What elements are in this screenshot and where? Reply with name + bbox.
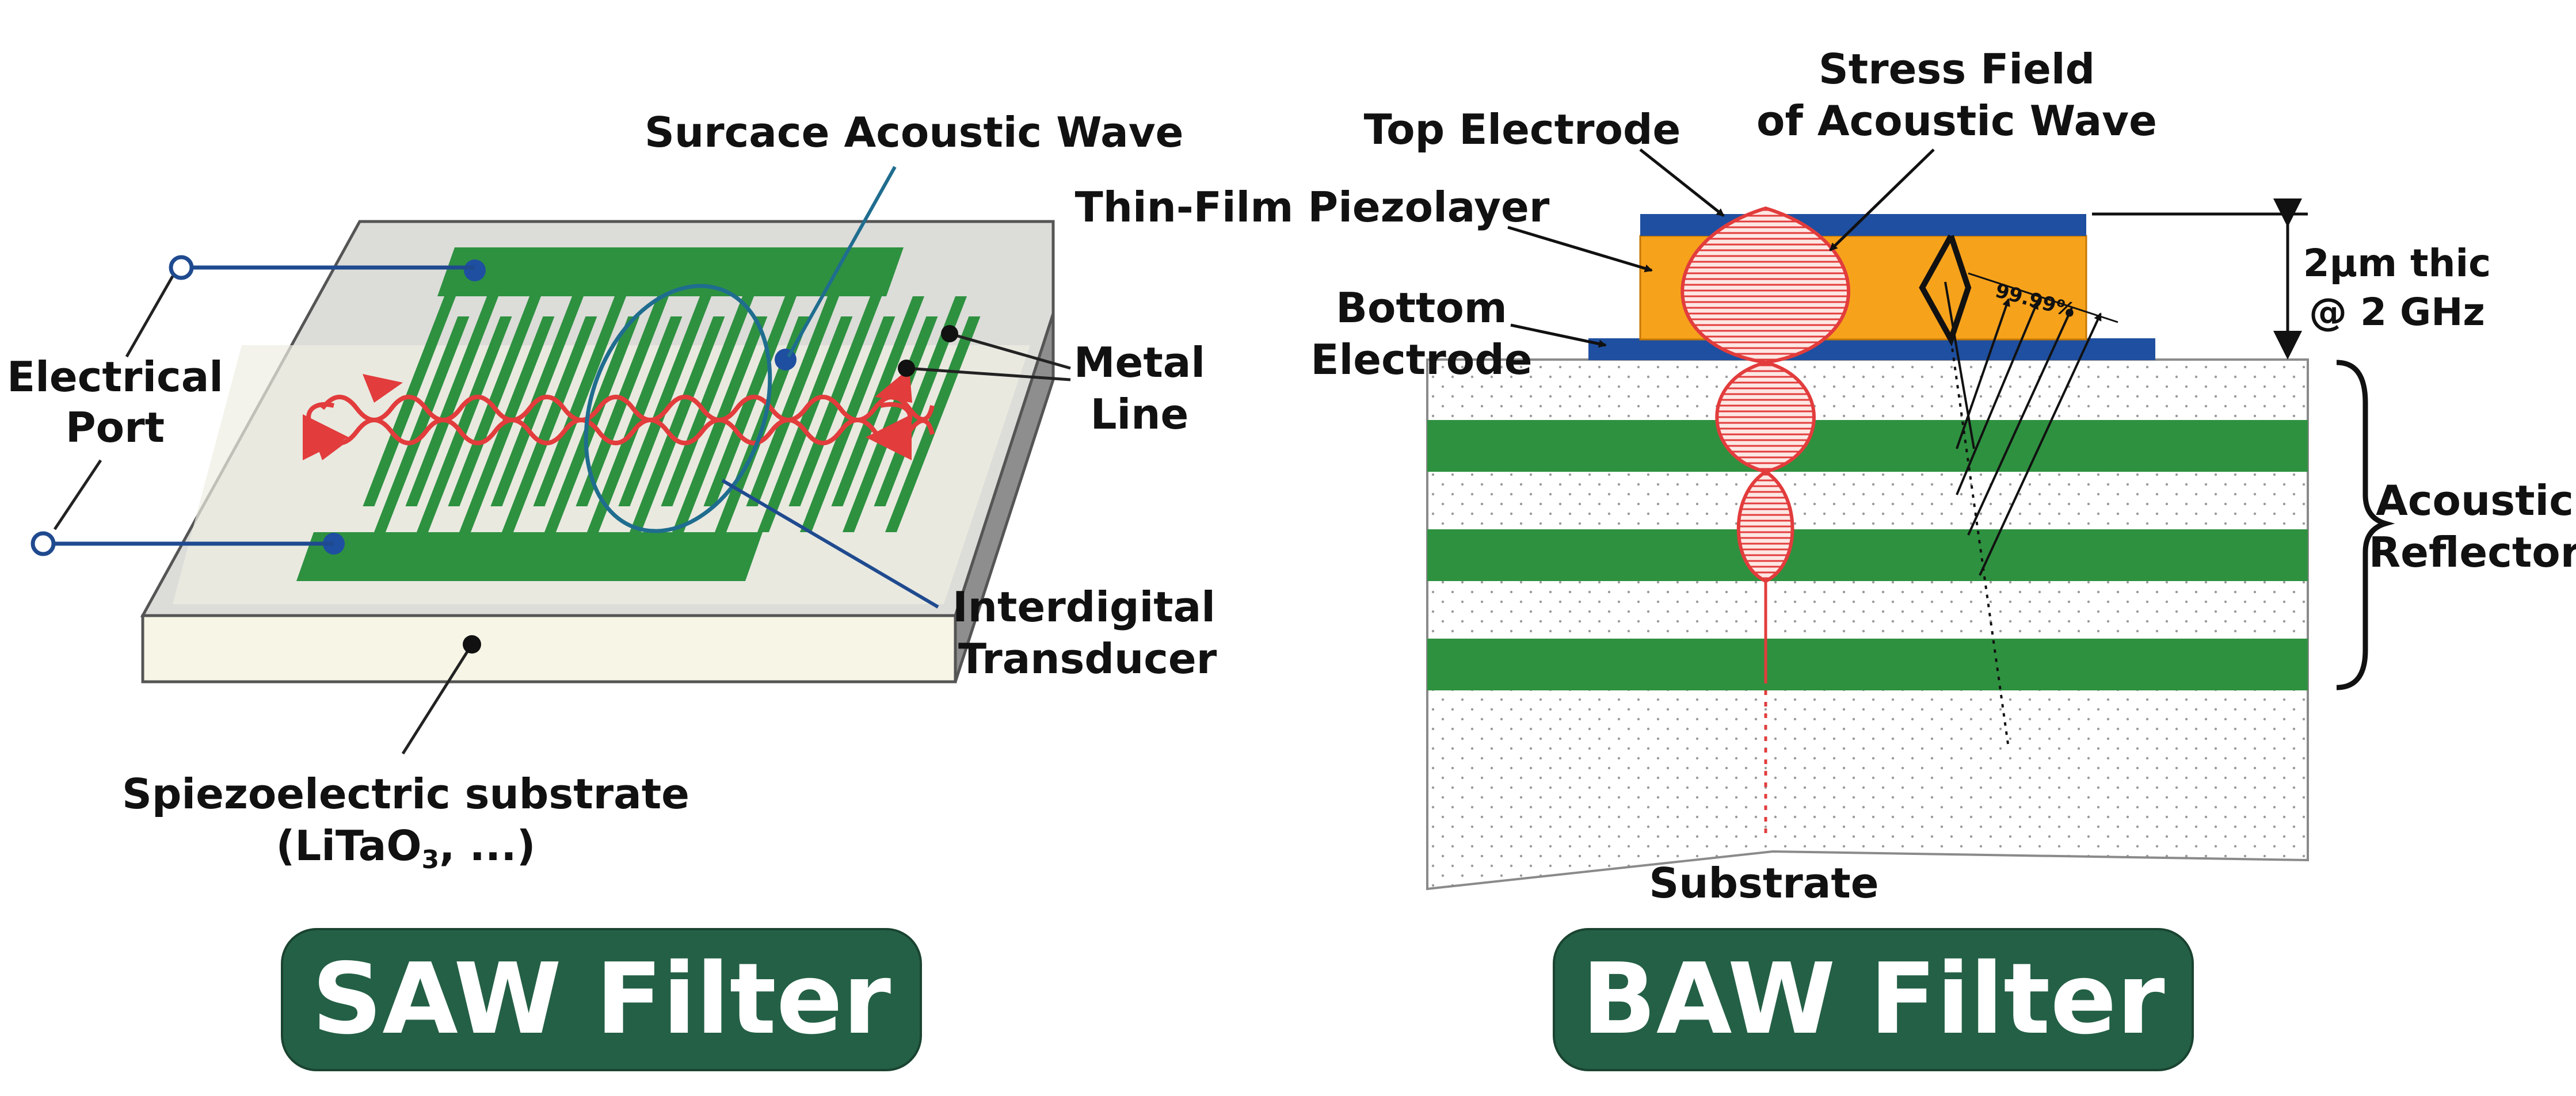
saw-surface-wave — [320, 395, 935, 445]
baw-filter-button-bg — [1553, 928, 2194, 1071]
saw-idt-highlight-ellipse — [584, 284, 772, 533]
saw-contact-top — [464, 259, 486, 281]
saw-label-substrate-suffix: , ...) — [439, 822, 535, 870]
baw-leader-top-electrode — [1639, 148, 1725, 217]
saw-idt-finger — [448, 296, 542, 506]
saw-idt-finger — [661, 296, 754, 506]
baw-reflection-ray-2 — [1956, 301, 2038, 495]
saw-port-terminal-top — [169, 255, 194, 280]
saw-filter-button-bg — [281, 928, 922, 1071]
saw-leader-substrate — [401, 643, 474, 755]
saw-substrate-front-face — [141, 614, 957, 683]
baw-label-piezolayer: Thin-Film Piezolayer — [1075, 183, 1550, 231]
saw-idt-finger — [533, 296, 627, 506]
saw-substrate-dot — [463, 635, 481, 654]
saw-label-substrate-subscript: 3 — [422, 845, 440, 874]
saw-label-surface-wave: Surcace Acoustic Wave — [645, 108, 1184, 156]
saw-label-substrate-line2: (LiTaO3, ...) — [276, 822, 535, 874]
baw-reflector-layer-2 — [1427, 529, 2308, 581]
saw-wave-probe-dot — [775, 349, 797, 371]
saw-metal-dot-2 — [898, 360, 915, 377]
saw-bottom-busbar — [296, 532, 763, 581]
saw-idt-finger — [374, 316, 470, 532]
baw-reflection-baseline — [1968, 272, 2118, 323]
saw-idt-finger — [746, 296, 840, 506]
saw-port-terminal-bottom — [31, 531, 56, 556]
baw-label-substrate: Substrate — [1649, 859, 1878, 907]
baw-reflector-brace — [2336, 360, 2395, 690]
saw-wave-arrowhead-left — [363, 374, 403, 403]
saw-filter-button[interactable]: SAW Filter — [281, 928, 922, 1071]
saw-wave-arrowhead-bottom — [311, 429, 345, 460]
baw-label-thickness-line1: 2µm thic — [2303, 241, 2491, 285]
baw-label-top-electrode: Top Electrode — [1364, 105, 1681, 154]
baw-leader-bottom-electrode — [1510, 323, 1607, 348]
saw-idt-finger — [672, 316, 768, 532]
saw-idt-finger — [459, 316, 555, 532]
baw-filter-button-label: BAW Filter — [1582, 942, 2165, 1056]
baw-diagram: 99.99% Stress Field of Acoustic Wave Top… — [1075, 45, 2576, 1071]
baw-label-acoustic-reflector-line1: Acoustic — [2376, 476, 2574, 525]
saw-leader-metal-2 — [906, 366, 1071, 381]
saw-label-electrical-port-line1: Electrical — [7, 353, 223, 401]
saw-top-busbar — [437, 247, 904, 296]
saw-wave-end-right — [866, 402, 913, 460]
baw-label-stress-field-line2: of Acoustic Wave — [1756, 97, 2157, 145]
baw-leader-stress-field — [1829, 148, 1935, 251]
baw-filter-button[interactable]: BAW Filter — [1553, 928, 2194, 1071]
saw-leader-surface-wave — [787, 166, 897, 358]
baw-label-acoustic-reflector-line2: Reflector — [2369, 528, 2576, 576]
saw-idt-finger — [363, 296, 456, 506]
saw-idt-finger — [629, 316, 725, 532]
saw-idt-finger — [416, 316, 512, 532]
saw-idt-finger — [501, 316, 597, 532]
saw-label-electrical-port-line2: Port — [66, 403, 165, 452]
saw-leader-port-top — [125, 275, 174, 358]
saw-idt-finger — [586, 316, 683, 532]
baw-label-thickness-line2: @ 2 GHz — [2309, 290, 2485, 334]
saw-label-substrate-formula: (LiTaO — [276, 822, 421, 870]
baw-reflection-ray-3 — [1967, 307, 2073, 536]
saw-filter-button-label: SAW Filter — [312, 942, 891, 1056]
baw-label-bottom-electrode-line1: Bottom — [1336, 284, 1507, 332]
baw-reflection-ray-4 — [1979, 312, 2102, 576]
baw-bottom-electrode — [1588, 338, 2155, 360]
baw-substrate-body — [1426, 358, 2309, 891]
saw-label-idt-line1: Interdigital — [952, 583, 1215, 631]
saw-metal-dot-1 — [941, 325, 958, 342]
baw-leader-piezolayer — [1507, 226, 1653, 273]
baw-reflection-ray-5 — [1944, 281, 1975, 449]
baw-label-stress-field-line1: Stress Field — [1819, 45, 2095, 93]
baw-label-bottom-electrode-line2: Electrode — [1310, 335, 1532, 384]
baw-reflector-layer-1 — [1427, 420, 2308, 472]
saw-idt-finger — [831, 296, 925, 506]
saw-label-substrate-line1: Spiezoelectric substrate — [122, 770, 689, 818]
saw-idt-finger — [618, 296, 712, 506]
saw-label-metal-line-line2: Line — [1091, 390, 1189, 438]
saw-idt-finger — [757, 316, 853, 532]
saw-idt-finger — [703, 296, 797, 506]
saw-leader-port-bottom — [53, 459, 102, 530]
baw-reflection-ray-1 — [1956, 298, 2010, 449]
saw-label-metal-line-line1: Metal — [1074, 338, 1205, 387]
saw-idt-finger — [576, 296, 669, 506]
saw-leader-idt — [721, 479, 939, 609]
saw-wave-arrowhead-right — [875, 368, 912, 403]
saw-idt-finger — [405, 296, 499, 506]
baw-reflection-ray-6 — [1950, 339, 2010, 749]
saw-leader-metal-1 — [949, 332, 1071, 370]
saw-label-idt-line2: Transducer — [958, 635, 1217, 683]
saw-diagram: Surcace Acoustic Wave Electrical Port Me… — [7, 108, 1217, 1071]
baw-reflector-layer-3 — [1427, 639, 2308, 690]
